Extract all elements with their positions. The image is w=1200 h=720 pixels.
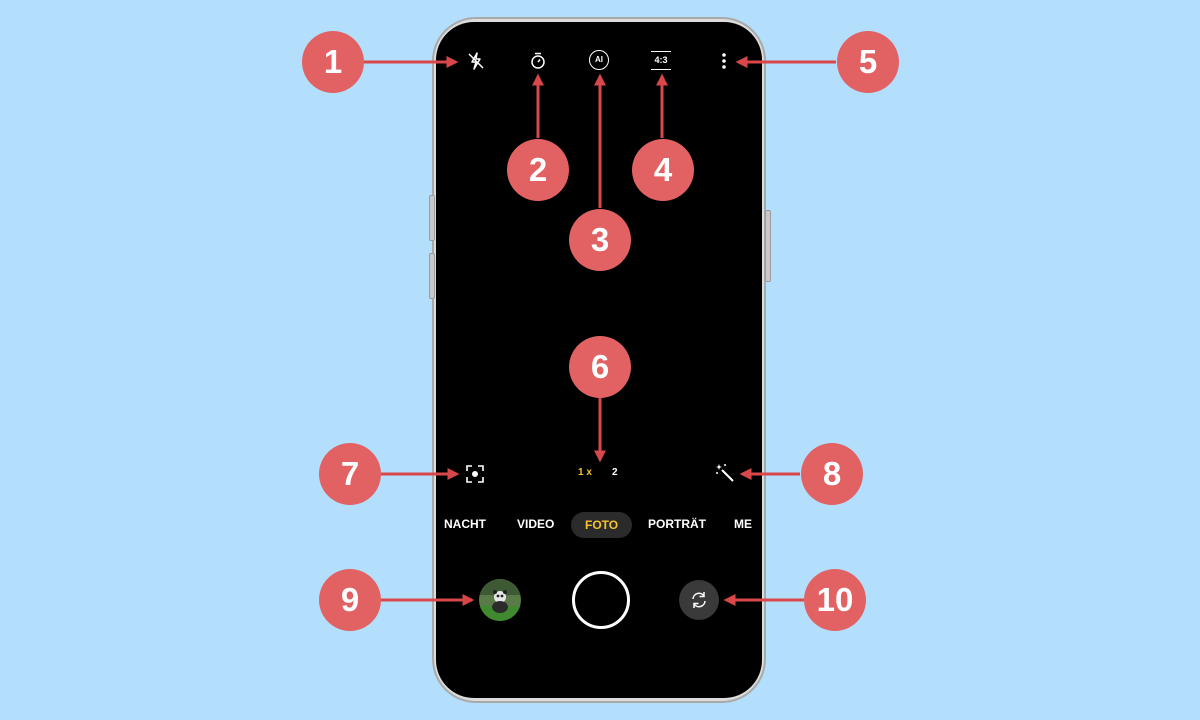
- annotation-badge-1: 1: [302, 31, 364, 93]
- zoom-1x-button[interactable]: 1 x: [578, 467, 592, 478]
- zoom-2x-button[interactable]: 2: [612, 467, 618, 478]
- annotation-badge-6: 6: [569, 336, 631, 398]
- power-button: [765, 210, 771, 282]
- aspect-ratio-label: 4:3: [654, 55, 668, 65]
- volume-up-button: [429, 195, 435, 241]
- more-vertical-icon[interactable]: [719, 51, 729, 71]
- mode-portraet[interactable]: PORTRÄT: [648, 517, 706, 531]
- mode-foto[interactable]: FOTO: [571, 512, 633, 538]
- mode-nacht[interactable]: NACHT: [444, 517, 486, 531]
- timer-icon[interactable]: [528, 51, 548, 71]
- ai-label: AI: [595, 55, 603, 64]
- shutter-button[interactable]: [572, 571, 630, 629]
- annotation-badge-3: 3: [569, 209, 631, 271]
- annotation-badge-4: 4: [632, 139, 694, 201]
- magic-wand-icon[interactable]: [714, 462, 736, 484]
- annotation-badge-8: 8: [801, 443, 863, 505]
- aspect-ratio-button[interactable]: 4:3: [651, 51, 671, 70]
- mode-video[interactable]: VIDEO: [517, 517, 555, 531]
- annotation-badge-9: 9: [319, 569, 381, 631]
- mode-more[interactable]: ME: [734, 517, 752, 531]
- gallery-thumbnail[interactable]: [479, 579, 521, 621]
- lens-scan-icon[interactable]: [464, 463, 486, 485]
- flash-off-icon[interactable]: [466, 51, 486, 71]
- annotation-badge-7: 7: [319, 443, 381, 505]
- gallery-photo-image: [479, 579, 521, 621]
- annotation-badge-10: 10: [804, 569, 866, 631]
- ai-scene-button[interactable]: AI: [589, 50, 609, 70]
- volume-down-button: [429, 253, 435, 299]
- annotation-badge-5: 5: [837, 31, 899, 93]
- annotation-badge-2: 2: [507, 139, 569, 201]
- switch-camera-icon: [692, 592, 706, 608]
- switch-camera-button[interactable]: [679, 580, 719, 620]
